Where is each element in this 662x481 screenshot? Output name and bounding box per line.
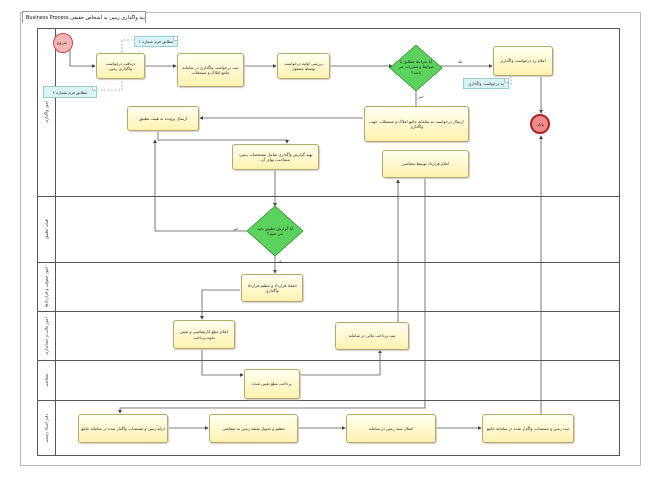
note-form-2: مطابق فرم شماره ۲ [43, 86, 97, 98]
task-send-to-system[interactable]: ارسال درخواست به سامانه جامع املاک و مست… [364, 106, 469, 142]
start-event-label: شروع [57, 39, 67, 45]
lane-divider [37, 400, 620, 401]
gateway-report-approval-label: آیا گزارش تطبیق تایید می شود؟ [256, 225, 294, 236]
task-draft-contract[interactable]: انعقاد قرارداد و تنظیم قرارداد واگذاری [241, 274, 303, 302]
note-request: به درخواست واگذاری [463, 78, 509, 89]
pool [37, 28, 620, 456]
lane-divider [37, 196, 620, 197]
diagram-tab[interactable]: Business Process فرآیند واگذاری زمین به … [22, 11, 146, 23]
task-transfer-deed[interactable]: انتقال سند زمین در سامانه [346, 414, 436, 443]
lane-header-divider [55, 28, 56, 456]
task-pay-amount[interactable]: پرداخت مبلغ تعیین شده [244, 369, 300, 399]
task-prepare-report[interactable]: تهیه گزارش واگذاری شامل مشخصات زمین، مسا… [232, 144, 319, 170]
lane-divider [37, 360, 620, 361]
task-deliver-map[interactable]: تنظیم و تحویل نقشه زمین به متقاضی [209, 414, 298, 443]
lane-divider [37, 311, 620, 312]
flow-label-yes: بله [278, 259, 283, 264]
task-reject-request[interactable]: اعلام رد درخواست واگذاری [493, 46, 553, 76]
gateway-rules-check[interactable] [389, 44, 443, 92]
task-record-payment[interactable]: ثبت پرداخت مالی در سامانه [335, 322, 409, 350]
flow-label-no: خیر [233, 226, 239, 231]
canvas-frame [20, 12, 641, 466]
gateway-rules-check-label: آیا شرایط مطابق با ضوابط و مقررات می باش… [398, 59, 434, 75]
end-event-label: پایان [536, 121, 544, 127]
flow-label-no: خیر [418, 94, 424, 99]
start-event[interactable] [53, 33, 73, 53]
lane-divider [37, 262, 620, 263]
task-submit-documents[interactable]: ارائه زمین و مستندات واگذار شده در سامان… [78, 414, 168, 443]
task-send-to-board[interactable]: ارسال پرونده به هیئت تطبیق [127, 106, 199, 131]
task-applicant-contract[interactable]: اعلام قرارداد توسط متقاضی [382, 150, 469, 178]
end-event[interactable] [530, 114, 550, 134]
task-announce-price[interactable]: اعلام مبلغ کارشناسی و تعیین نحوه پرداخت [173, 320, 235, 349]
task-initial-review[interactable]: بررسی اولیه درخواست توسط مسئول [277, 53, 330, 79]
note-form-1: مطابق فرم شماره ۱ [134, 36, 178, 47]
task-receive-request[interactable]: دریافت درخواست واگذاری زمین [96, 53, 145, 79]
task-register-request[interactable]: ثبت درخواست واگذاری در سامانه جامع املاک… [177, 53, 244, 87]
gateway-report-approval[interactable] [246, 205, 304, 257]
task-register-land[interactable]: ثبت زمین و مستندات واگذار شده در سامانه … [482, 414, 574, 443]
flow-label-yes: بله [458, 59, 463, 64]
